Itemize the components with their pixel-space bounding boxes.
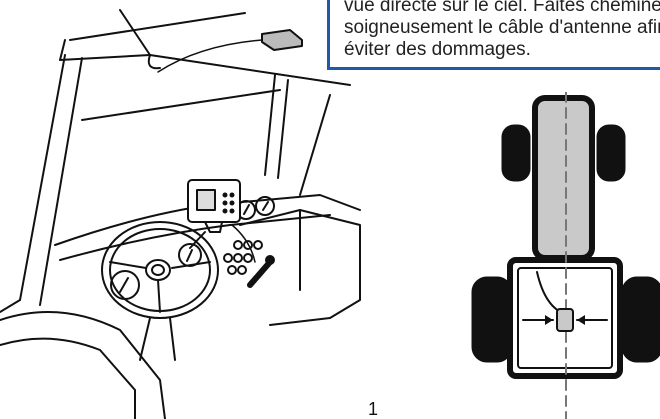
rear-left-wheel [471, 276, 513, 363]
note-line-2: soigneusement le câble d'antenne afin d' [344, 17, 660, 38]
receiver-module [556, 308, 574, 332]
rear-right-wheel [621, 276, 660, 363]
antenna-receiver [261, 29, 303, 51]
instruction-note: vue directe sur le ciel. Faites cheminer… [327, 0, 660, 70]
cab-left-pillar [19, 54, 66, 301]
cab-roof [69, 12, 246, 41]
front-left-wheel [501, 124, 531, 182]
cab-interior-illustration [0, 9, 361, 419]
figure-number: 1 [368, 399, 379, 419]
shift-lever [247, 259, 273, 288]
tractor-hood [532, 95, 595, 261]
gauge-right-2 [255, 196, 275, 216]
tractor-top-view-diagram [471, 92, 660, 419]
note-line-3: éviter des dommages. [344, 39, 531, 60]
steering-wheel [101, 221, 219, 319]
front-right-wheel [596, 124, 626, 182]
note-line-1: vue directe sur le ciel. Faites cheminer [344, 0, 660, 16]
antenna-cable [157, 39, 263, 73]
